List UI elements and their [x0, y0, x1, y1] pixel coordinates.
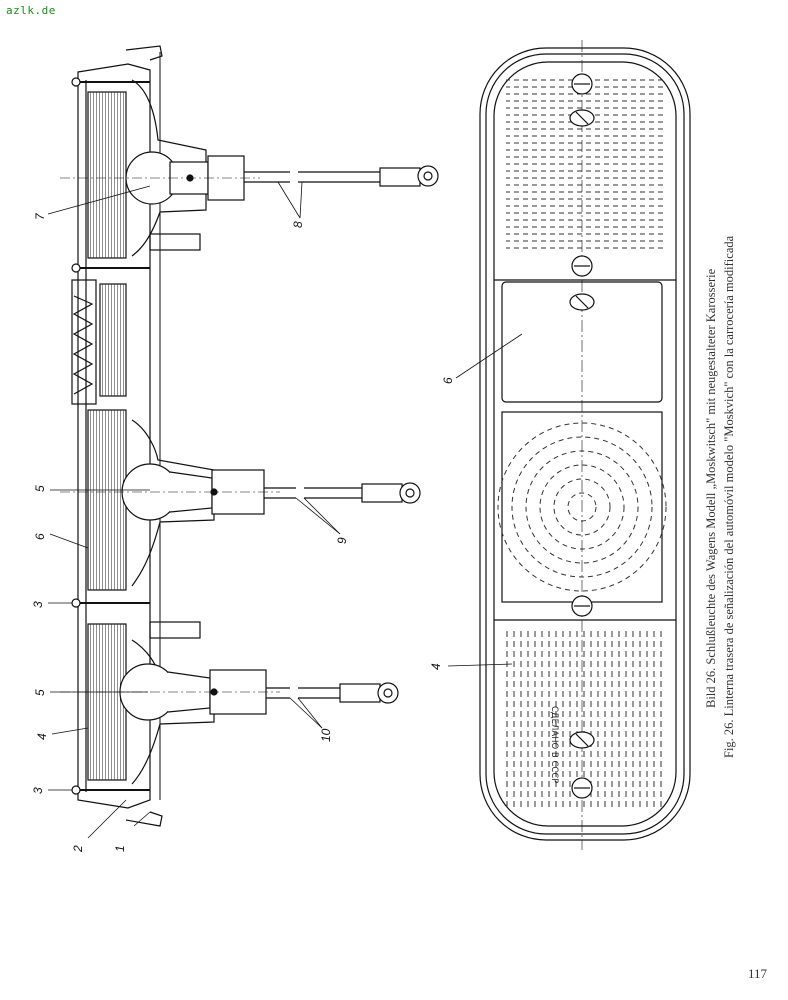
callout-9: 9: [335, 537, 349, 544]
callout-5: 5: [33, 485, 47, 492]
wire-icon: [244, 165, 439, 704]
callout-4: 4: [35, 733, 49, 740]
callout-8: 8: [291, 221, 305, 228]
callout-6: 6: [441, 377, 455, 384]
callout-3: 3: [31, 787, 45, 794]
callout-2: 2: [71, 845, 85, 853]
callout-1: 1: [113, 845, 127, 852]
callout-10: 10: [319, 728, 333, 742]
callout-3: 3: [31, 601, 45, 608]
callout-5: 5: [33, 689, 47, 696]
site-label[interactable]: azlk.de: [6, 4, 56, 17]
made-in-ussr-stamp: СДЕЛАНО В СССР: [549, 706, 559, 783]
caption-german: Bild 26. Schlußleuchte des Wagens Modell…: [704, 268, 718, 708]
callout-labels: 1 2 3 3 4 5 5 6 7 8 9 10 6 4: [31, 212, 455, 853]
screw-icon: [71, 77, 150, 795]
section-view: [47, 45, 439, 839]
screw-icon: [571, 73, 593, 799]
callout-4: 4: [429, 663, 443, 670]
callout-6: 6: [33, 533, 47, 540]
page-number: 117: [748, 966, 768, 981]
vent-icon: [569, 109, 595, 749]
caption-spanish: Fig. 26. Linterna trasera de señalizació…: [722, 235, 736, 758]
front-view: [447, 40, 691, 850]
callout-7: 7: [33, 212, 47, 220]
